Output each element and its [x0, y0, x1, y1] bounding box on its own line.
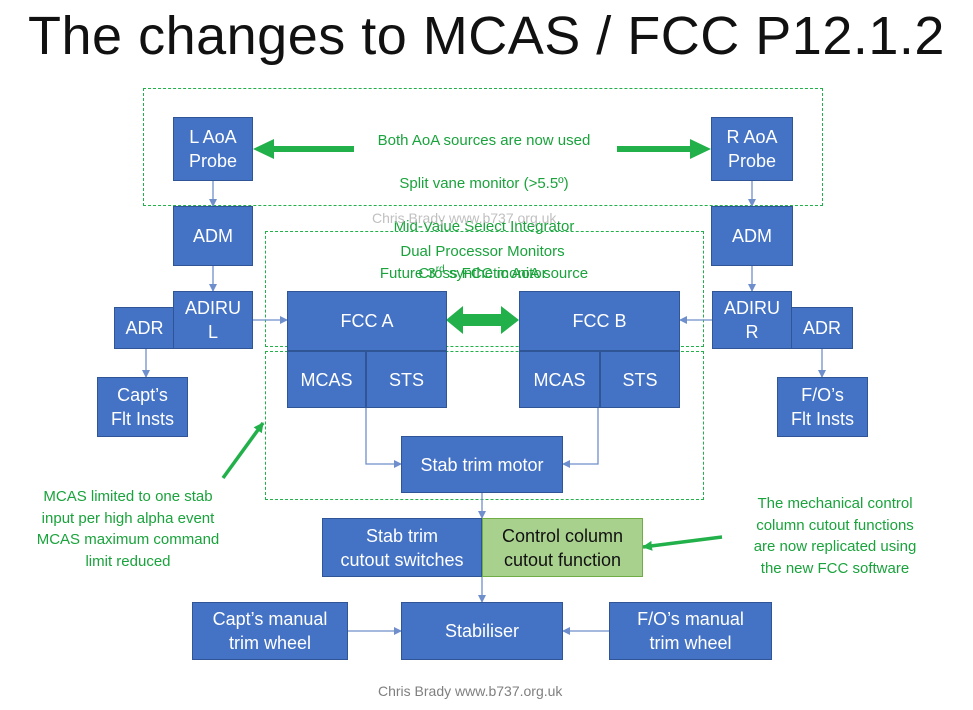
stab-trim-cutout-switches: Stab trim cutout switches: [322, 518, 482, 577]
fo-manual-trim-wheel: F/O’s manual trim wheel: [609, 602, 772, 660]
watermark: Chris Brady www.b737.org.uk: [372, 210, 557, 226]
arrow-fcc-crosslink: [446, 306, 519, 334]
stab-trim-motor: Stab trim motor: [401, 436, 563, 493]
capt-flt-insts: Capt’s Flt Insts: [97, 377, 188, 437]
l-aoa-probe: L AoA Probe: [173, 117, 253, 181]
page-title: The changes to MCAS / FCC P12.1.2: [28, 6, 945, 66]
stabiliser: Stabiliser: [401, 602, 563, 660]
adiru-right: ADIRU R: [712, 291, 792, 349]
fcc-dashed-region: [265, 231, 704, 347]
arrow-to-r-aoa: [617, 139, 711, 159]
mcas-dashed-region: [265, 351, 704, 500]
mechanical-note: The mechanical control column cutout fun…: [753, 495, 917, 577]
sts-b: STS: [600, 351, 680, 408]
mcas-note: MCAS limited to one stab input per high …: [36, 488, 220, 570]
aoa-note-line-1: Both AoA sources are now used: [377, 131, 591, 149]
aoa-note-line-4-sup: rd: [435, 263, 445, 275]
aoa-note-line-4: Future 3rd synthetic AoA source: [352, 259, 616, 285]
arrow-to-l-aoa: [253, 139, 354, 159]
aoa-dashed-region: [143, 88, 823, 206]
adr-right: ADR: [791, 307, 853, 349]
aoa-note-line-3: Mid-Value Select Integrator: [393, 217, 575, 235]
adr-left: ADR: [114, 307, 175, 349]
adm-left: ADM: [173, 206, 253, 266]
capt-manual-trim-wheel: Capt’s manual trim wheel: [192, 602, 348, 660]
fcc-b: FCC B: [519, 291, 680, 351]
aoa-note-line-2: Split vane monitor (>5.5º): [399, 174, 569, 192]
mcas-a: MCAS: [287, 351, 366, 408]
fo-flt-insts: F/O’s Flt Insts: [777, 377, 868, 437]
aoa-note: Both AoA sources are now used Split vane…: [352, 108, 616, 306]
mcas-b: MCAS: [519, 351, 600, 408]
adiru-left: ADIRU L: [173, 291, 253, 349]
arrow-mcas-note: [221, 421, 265, 480]
sts-a: STS: [366, 351, 447, 408]
adm-right: ADM: [711, 206, 793, 266]
fcc-note: Dual Processor Monitors Cross FCC monito…: [400, 243, 565, 282]
connector-sts-a-motor: [365, 407, 402, 468]
r-aoa-probe: R AoA Probe: [711, 117, 793, 181]
arrow-mechanical-note: [642, 535, 723, 551]
control-column-cutout-function: Control column cutout function: [482, 518, 643, 577]
connector-sts-b-motor: [562, 407, 599, 468]
aoa-note-line-4-pre: Future 3: [379, 264, 436, 282]
fcc-a: FCC A: [287, 291, 447, 351]
footer-credit: Chris Brady www.b737.org.uk: [378, 683, 563, 699]
aoa-note-line-4-post: synthetic AoA source: [444, 264, 589, 282]
